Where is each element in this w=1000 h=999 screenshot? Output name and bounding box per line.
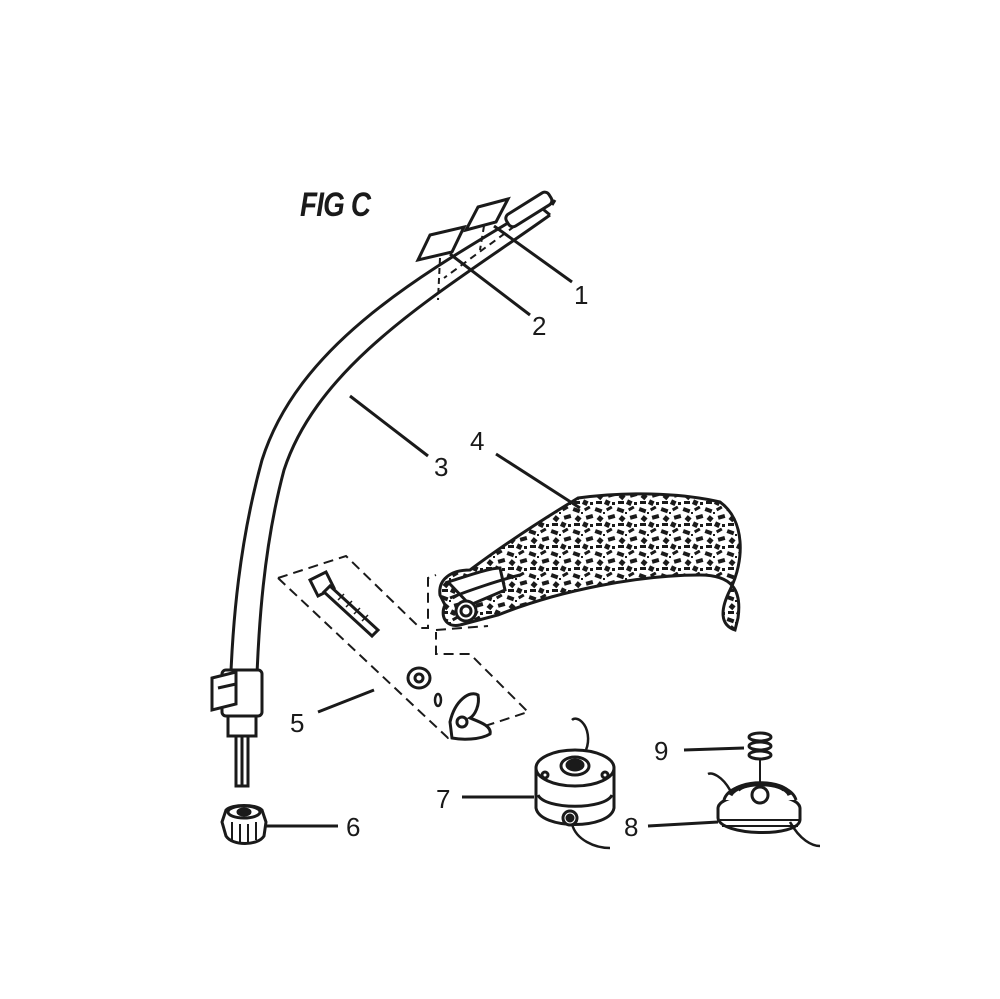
lock-washer	[433, 692, 443, 708]
spring	[747, 731, 773, 785]
shield-hardware-kit	[277, 554, 530, 741]
callout-3: 3	[434, 452, 449, 482]
trimmer-head-housing	[534, 717, 616, 850]
drive-knob	[220, 804, 268, 845]
shaft-tip	[504, 190, 557, 229]
figure-title: FIG C	[300, 186, 371, 224]
bolt	[307, 569, 381, 639]
callout-8: 8	[624, 812, 639, 842]
leader-3	[349, 394, 429, 458]
leader-1	[493, 224, 573, 284]
callout-4: 4	[470, 426, 485, 456]
leader-8	[647, 820, 719, 828]
line-spool	[707, 772, 821, 848]
leader-4	[495, 452, 581, 510]
decal-1	[463, 196, 511, 251]
shaft-bottom-fitting	[210, 668, 264, 788]
callout-2: 2	[532, 311, 547, 341]
washer	[406, 666, 432, 690]
leader-lines	[266, 224, 745, 828]
decal-2	[415, 224, 467, 301]
callout-6: 6	[346, 812, 361, 842]
leader-9	[683, 746, 745, 752]
callout-9: 9	[654, 736, 669, 766]
leader-5	[317, 688, 375, 714]
curved-shaft	[228, 203, 551, 706]
callout-1: 1	[574, 280, 589, 310]
debris-shield	[438, 492, 742, 632]
wing-nut	[448, 692, 492, 741]
callout-5: 5	[290, 708, 305, 738]
leader-2	[449, 252, 531, 317]
callout-7: 7	[436, 784, 451, 814]
